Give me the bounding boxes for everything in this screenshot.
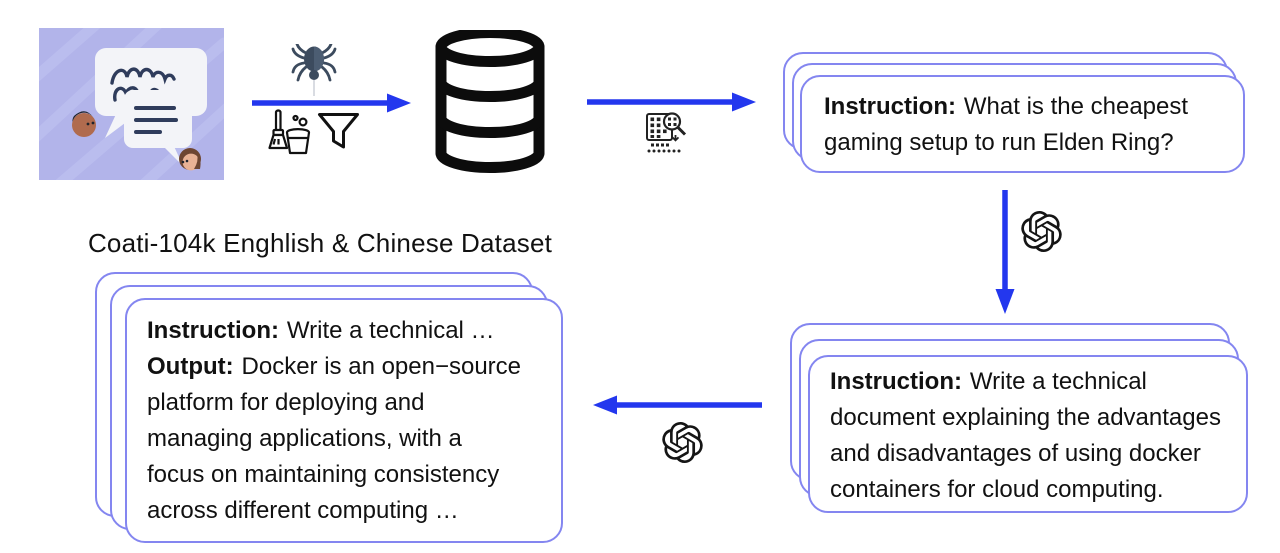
instruction-text: Write a technical … [286,317,495,344]
arrow-crawl-right [252,93,411,113]
output-label: Output: [147,353,234,380]
spider-crawler-icon [291,44,337,96]
output-text: Docker is an open−source platform for de… [147,353,522,524]
cleaning-brush-bucket-icon [268,109,311,155]
instruction-label: Instruction: [830,368,962,395]
instruction-label: Instruction: [824,93,956,120]
funnel-filter-icon [318,113,359,149]
openai-logo-icon [1021,211,1062,252]
speech-bubble-lines [124,90,192,166]
people-conversation-illustration [39,28,224,180]
instruction-text: Write a technical document explaining th… [830,368,1221,503]
man-face [72,111,96,137]
arrow-generate-down [995,190,1015,314]
arrow-sample-right [587,92,756,112]
dataset-title: Coati-104k Enghlish & Chinese Dataset [87,228,553,258]
final-dataset-card: Instruction: Write a technical … Output:D… [125,298,563,543]
arrow-answer-left [593,395,762,415]
database-icon [435,30,545,173]
openai-logo-icon [662,422,703,463]
data-sampling-icon [646,112,687,153]
instruction-label: Instruction: [147,317,279,344]
woman-face [179,148,201,171]
generated-instruction-card: Instruction:Write a technical document e… [808,355,1248,513]
instruction-text: What is the cheapest gaming setup to run… [824,93,1189,156]
seed-instruction-card: Instruction:What is the cheapest gaming … [800,75,1245,173]
